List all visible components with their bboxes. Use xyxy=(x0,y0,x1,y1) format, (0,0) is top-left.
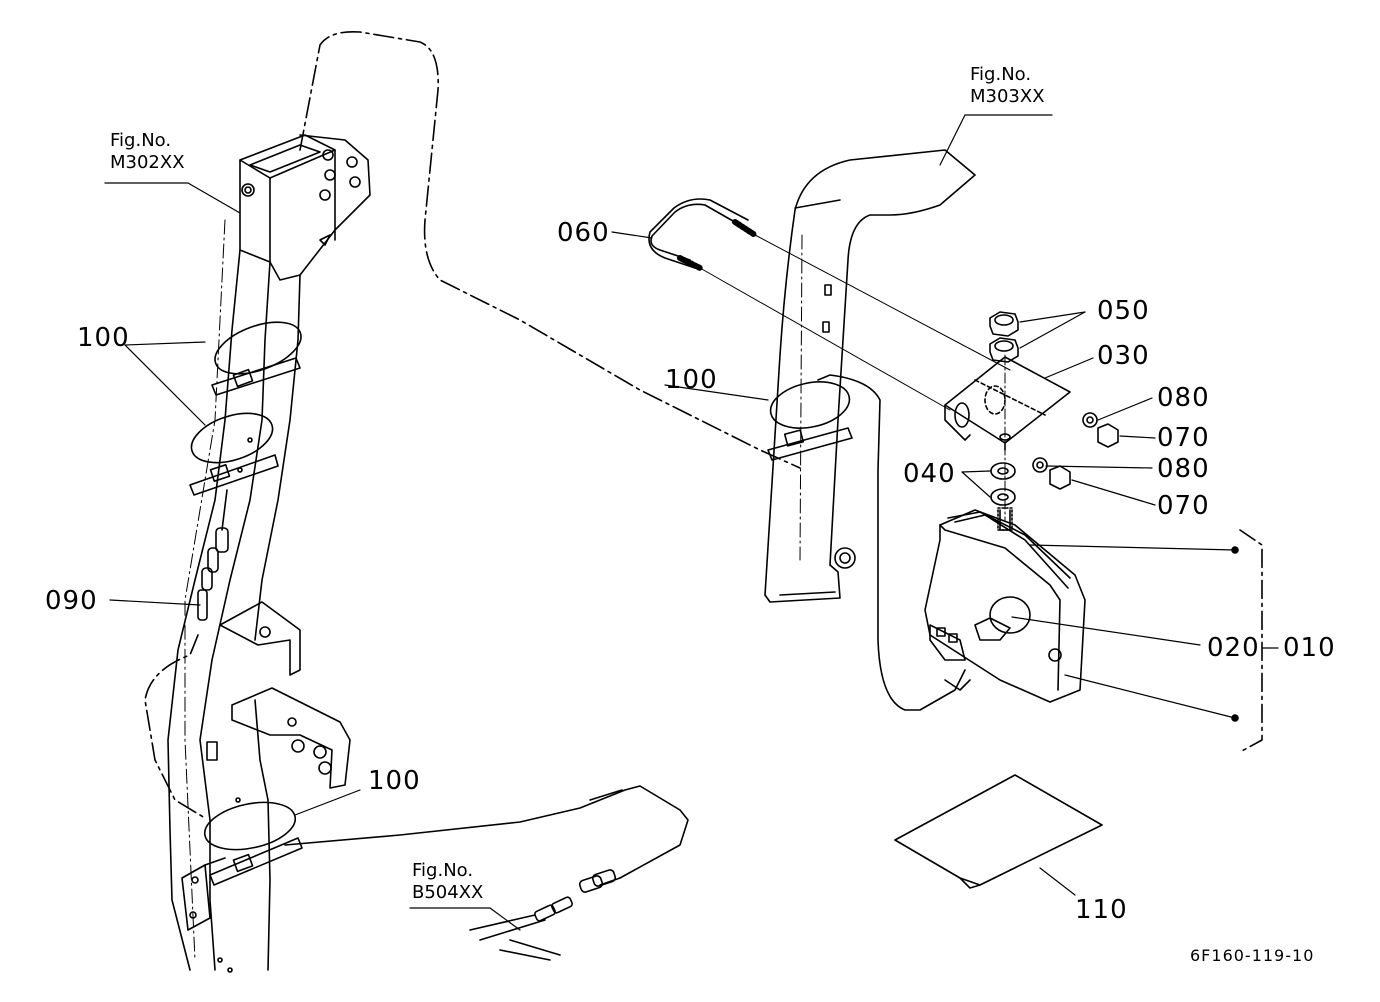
part-label-080-lower: 080 xyxy=(1157,454,1210,484)
nuts-050 xyxy=(990,312,1018,362)
right-cable-tie xyxy=(766,375,965,710)
reference-m303-line2: M303XX xyxy=(970,85,1045,107)
part-label-060: 060 xyxy=(557,218,610,248)
washers-and-nuts xyxy=(991,413,1118,505)
part-label-090: 090 xyxy=(45,586,98,616)
beacon-lamp xyxy=(925,508,1085,702)
reference-m302-line1: Fig.No. xyxy=(110,130,172,151)
part-label-070-lower: 070 xyxy=(1157,491,1210,521)
part-label-050: 050 xyxy=(1097,296,1150,326)
reference-m303-line1: Fig.No. xyxy=(970,64,1032,85)
figure-code: 6F160-119-10 xyxy=(1190,946,1315,965)
decal-sheet xyxy=(895,775,1102,885)
reference-m302: Fig.No. M302XX xyxy=(110,130,185,173)
leader-lines xyxy=(105,115,1278,930)
lower-harness xyxy=(285,786,688,960)
part-label-110: 110 xyxy=(1075,895,1128,925)
left-wiring-path xyxy=(300,32,800,468)
part-label-020: 020 xyxy=(1207,633,1260,663)
reference-b504-line2: B504XX xyxy=(412,881,484,903)
part-label-010: 010 xyxy=(1283,633,1336,663)
right-rops-post xyxy=(765,150,975,602)
part-label-040: 040 xyxy=(903,459,956,489)
part-label-030: 030 xyxy=(1097,341,1150,371)
u-bolt xyxy=(649,199,1010,410)
reference-m302-line2: M302XX xyxy=(110,151,185,173)
left-rops-post xyxy=(168,135,370,972)
part-label-100-left: 100 xyxy=(77,323,130,353)
part-label-100-right: 100 xyxy=(665,365,718,395)
left-cable-ties xyxy=(185,312,308,885)
part-label-070-upper: 070 xyxy=(1157,423,1210,453)
part-label-100-bottom: 100 xyxy=(368,766,421,796)
reference-b504: Fig.No. B504XX xyxy=(412,860,483,903)
reference-m303: Fig.No. M303XX xyxy=(970,64,1045,107)
part-label-080-upper: 080 xyxy=(1157,383,1210,413)
bracket-010 xyxy=(1240,530,1262,752)
reference-b504-line1: Fig.No. xyxy=(412,860,474,881)
mounting-plate xyxy=(945,355,1070,520)
